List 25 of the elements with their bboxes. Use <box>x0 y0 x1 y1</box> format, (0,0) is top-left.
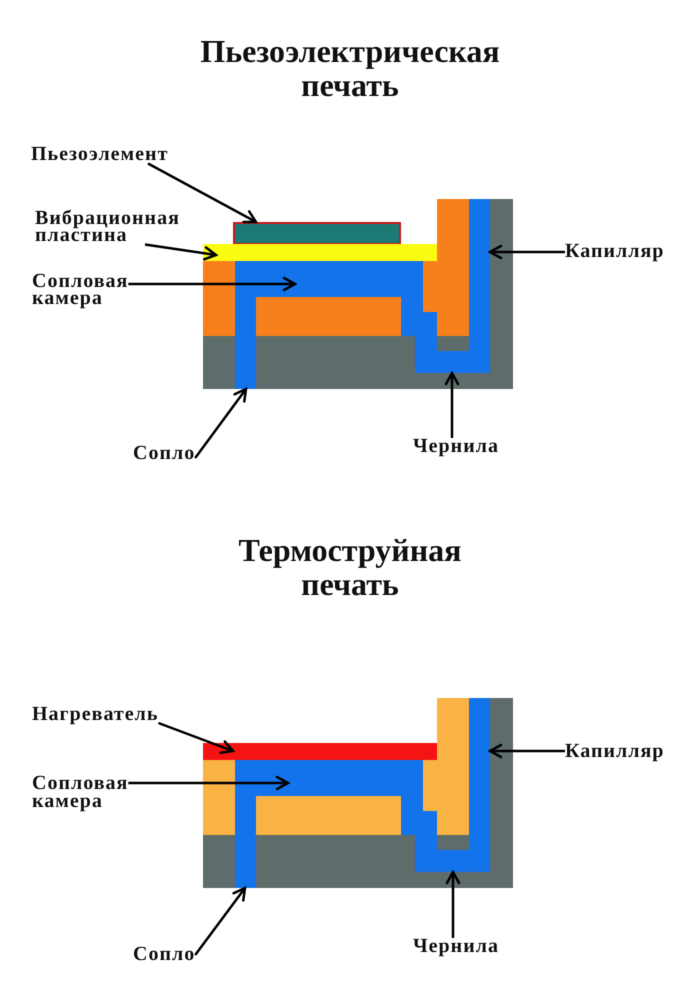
leader-arrow <box>446 870 460 938</box>
piezo-element <box>233 222 401 245</box>
ink-channel <box>415 351 469 373</box>
part-label: Чернила <box>413 438 499 456</box>
part-label: Вибрационная пластина <box>35 210 180 244</box>
vibration-plate <box>203 244 437 261</box>
leader-arrow <box>488 244 565 260</box>
part-label: Сопловая камера <box>32 775 128 810</box>
leader-arrow <box>147 162 258 224</box>
leader-arrow <box>488 744 565 758</box>
leader-arrow <box>444 372 460 438</box>
capillary-channel <box>469 698 490 872</box>
part-label: Сопло <box>133 445 196 462</box>
ink-channel <box>415 850 469 872</box>
part-label: Сопловая камера <box>32 272 128 308</box>
capillary-channel <box>469 199 490 373</box>
part-label: Нагреватель <box>32 706 158 724</box>
part-label: Капилляр <box>565 243 664 260</box>
leader-arrow <box>144 243 218 261</box>
part-label: Чернила <box>413 938 499 956</box>
part-label: Капилляр <box>565 743 664 760</box>
leader-arrow <box>194 886 246 956</box>
section-title: Пьезоэлектрическая печать <box>200 34 500 102</box>
part-label: Пьезоэлемент <box>31 146 168 164</box>
part-label: Сопло <box>133 946 196 964</box>
